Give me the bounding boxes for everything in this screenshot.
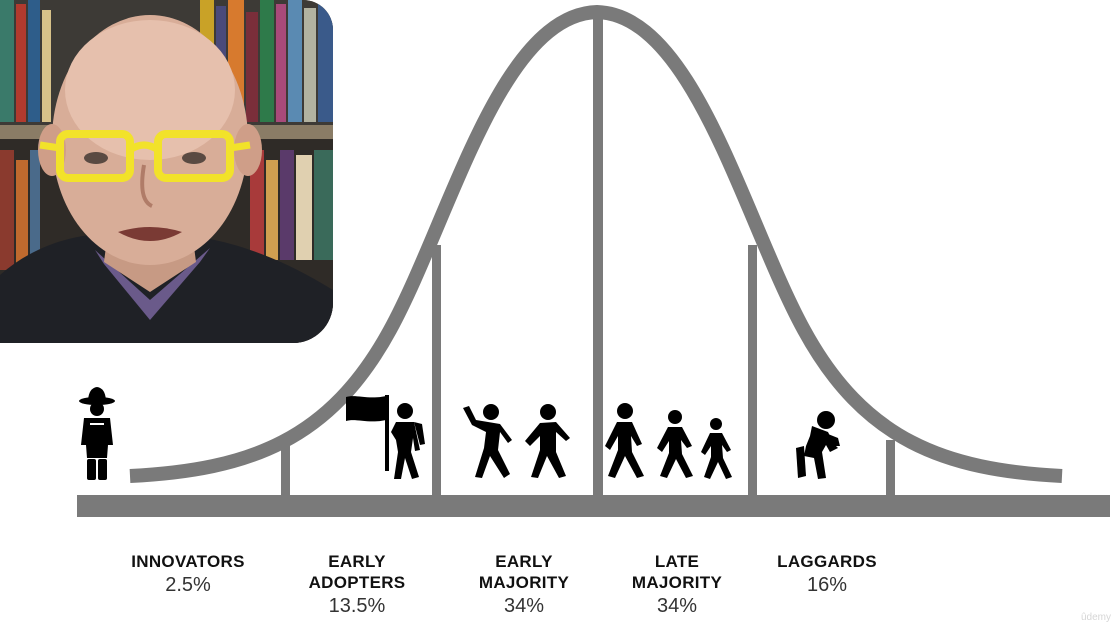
segment-percent: 16% bbox=[806, 574, 848, 596]
divider-line bbox=[748, 245, 757, 497]
flag-bearer-icon bbox=[346, 395, 425, 479]
bell-curve bbox=[129, 4, 1063, 483]
udemy-watermark: ûdemy bbox=[1080, 612, 1111, 623]
segment-name-line: EARLY bbox=[328, 552, 386, 571]
segment-name-line: MAJORITY bbox=[631, 573, 723, 592]
segment-label-early-adopters: EARLY ADOPTERS 13.5% bbox=[309, 551, 406, 619]
segment-percent: 13.5% bbox=[328, 595, 386, 617]
segment-name: INNOVATORS bbox=[131, 551, 245, 572]
segment-label-innovators: INNOVATORS 2.5% bbox=[131, 551, 245, 598]
scout-icon bbox=[79, 387, 115, 480]
segment-name: LATE MAJORITY bbox=[632, 551, 722, 593]
presenter-webcam-icon bbox=[0, 0, 333, 343]
segment-name: EARLY ADOPTERS bbox=[309, 551, 406, 593]
divider-line bbox=[432, 245, 441, 497]
divider-line bbox=[281, 440, 290, 497]
segment-percent: 34% bbox=[503, 595, 545, 617]
segment-percent: 2.5% bbox=[165, 574, 211, 596]
segment-name-line: ADOPTERS bbox=[308, 573, 406, 592]
segment-percent: 34% bbox=[656, 595, 698, 617]
segment-name: LAGGARDS bbox=[777, 551, 877, 572]
divider-line bbox=[886, 440, 895, 497]
walking-trio-icon bbox=[605, 403, 732, 479]
segment-label-early-majority: EARLY MAJORITY 34% bbox=[479, 551, 569, 619]
segment-name: EARLY MAJORITY bbox=[479, 551, 569, 593]
segment-label-late-majority: LATE MAJORITY 34% bbox=[632, 551, 722, 619]
segment-name-line: LAGGARDS bbox=[777, 552, 877, 571]
segment-name-line: LATE bbox=[654, 552, 700, 571]
segment-name-line: INNOVATORS bbox=[131, 552, 245, 571]
segment-name-line: MAJORITY bbox=[478, 573, 570, 592]
divider-line bbox=[593, 18, 603, 497]
segment-label-laggards: LAGGARDS 16% bbox=[777, 551, 877, 598]
presenter-webcam bbox=[0, 0, 333, 343]
segment-name-line: EARLY bbox=[495, 552, 553, 571]
baseline-bar bbox=[77, 495, 1110, 517]
sitting-person-icon bbox=[796, 411, 840, 479]
walking-pair-icon bbox=[463, 404, 570, 478]
